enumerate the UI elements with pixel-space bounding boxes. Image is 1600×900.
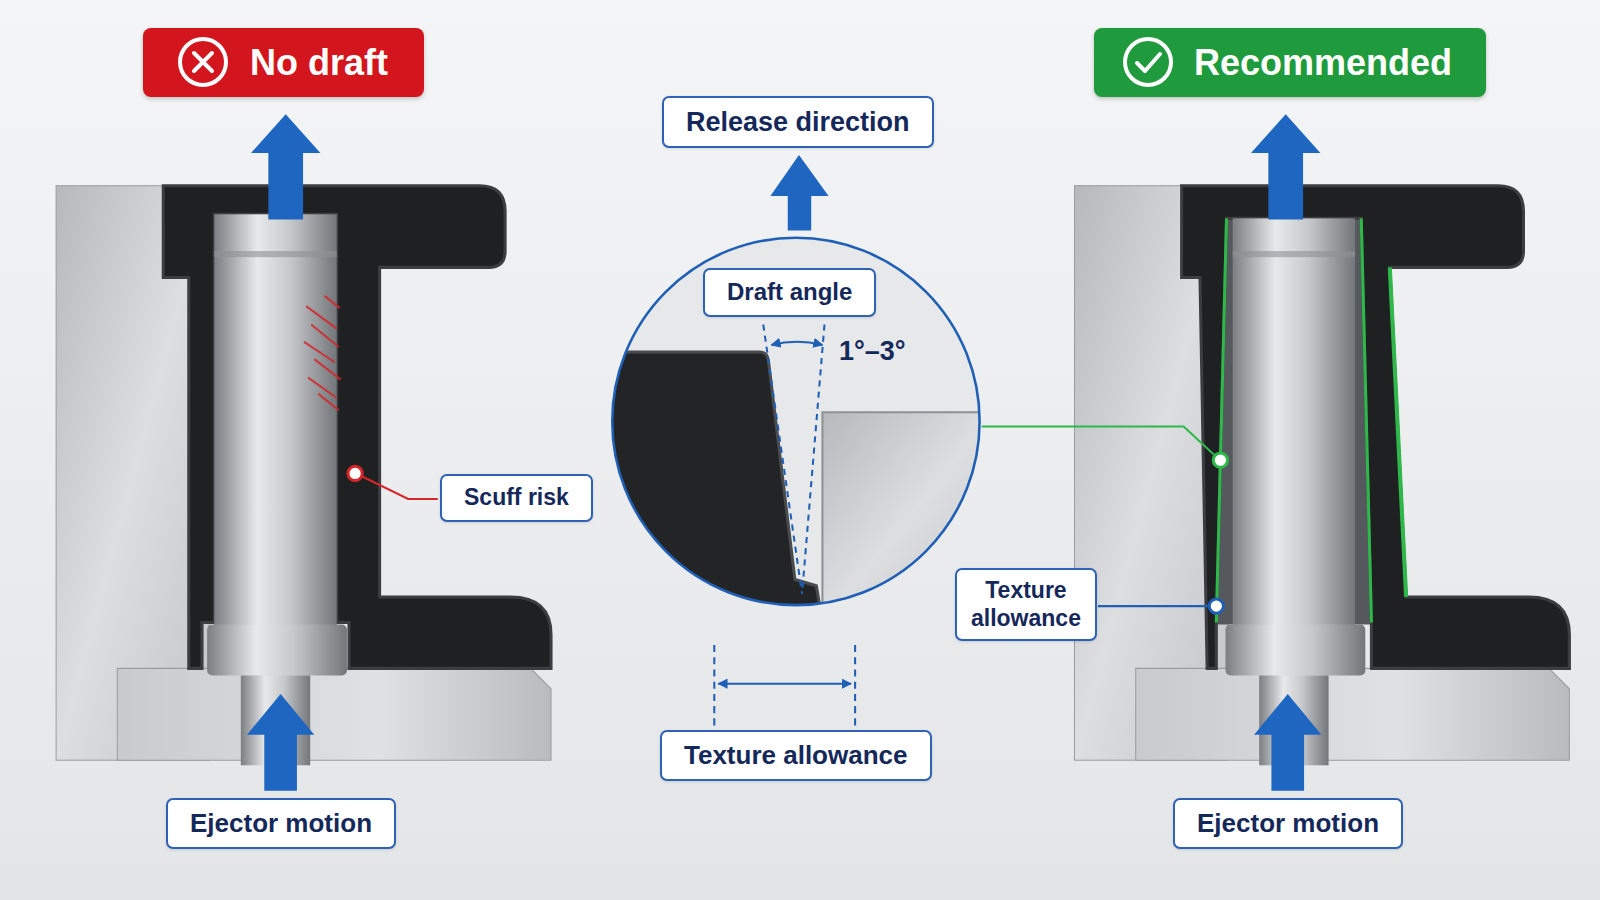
callout-text: Draft angle <box>727 278 852 307</box>
scuff-mark <box>304 342 335 362</box>
detail-zoom <box>597 230 995 623</box>
dimension-line <box>718 683 851 685</box>
icon-cross <box>194 53 212 71</box>
angle-value: 1°–3° <box>839 336 906 367</box>
zoom-outline <box>612 238 979 605</box>
callout-text: Scuff risk <box>464 484 569 512</box>
release-arrow <box>770 155 828 231</box>
scuff-mark <box>308 378 337 398</box>
direction-label-box: Release direction <box>662 96 934 148</box>
callout-box: Scuff risk <box>440 474 593 522</box>
ejector-arrow <box>1254 694 1321 791</box>
molded-wall <box>597 352 823 622</box>
motion-label-box: Ejector motion <box>166 798 396 849</box>
status-banner: No draft <box>143 28 424 97</box>
dimension-extension <box>713 645 715 727</box>
scuff-mark <box>324 296 339 308</box>
callout-text: Ejector motion <box>190 808 372 839</box>
leader-line <box>362 477 438 499</box>
mold-with-draft <box>1074 186 1569 766</box>
core-pin <box>1233 218 1355 627</box>
pin-collar <box>207 624 347 675</box>
icon-check <box>1137 54 1160 71</box>
pin-groove <box>214 251 336 257</box>
draft-reference-line <box>763 324 802 593</box>
callout-dot <box>348 466 362 480</box>
ejector-arrow <box>247 694 314 791</box>
callout-dot <box>1213 453 1227 467</box>
icon-ring <box>1125 39 1171 85</box>
callout-dot <box>1209 599 1223 613</box>
banner-text: Recommended <box>1194 28 1452 97</box>
leader-line <box>1098 605 1208 607</box>
scuff-mark <box>318 394 338 410</box>
leader-line <box>982 427 1215 456</box>
release-arrow <box>1251 114 1320 219</box>
callout-text: Texture allowance <box>684 740 908 771</box>
draft-face-highlight <box>1216 218 1226 622</box>
banner-text: No draft <box>250 28 388 97</box>
cross-icon <box>180 39 226 85</box>
icon-ring <box>180 39 226 85</box>
release-arrow <box>251 114 320 219</box>
molded-part <box>163 186 551 669</box>
draft-face-highlight <box>1390 267 1406 597</box>
pin-groove <box>1233 251 1355 257</box>
molded-part <box>1182 186 1570 669</box>
callout-box: Texture allowance <box>955 568 1097 641</box>
status-banner: Recommended <box>1094 28 1486 97</box>
callout-text: Release direction <box>686 106 910 138</box>
scuff-mark <box>314 359 341 379</box>
dimension-extension <box>854 645 856 727</box>
callout-box: Draft angle <box>703 268 876 317</box>
dimension-label-box: Texture allowance <box>660 730 932 781</box>
callout-text: Ejector motion <box>1197 808 1379 839</box>
check-icon <box>1125 39 1171 85</box>
callout-text: Texture allowance <box>971 577 1081 632</box>
draft-reference-line <box>802 324 824 593</box>
scuff-mark <box>311 324 339 346</box>
motion-label-box: Ejector motion <box>1173 798 1403 849</box>
mold-base-plate <box>1136 668 1570 760</box>
scuff-marks <box>304 296 341 410</box>
angle-arc <box>771 342 822 345</box>
core-pin <box>214 214 336 627</box>
pin-collar <box>1226 624 1366 675</box>
mold-base-plate <box>117 668 551 760</box>
draft-face-highlight <box>1361 218 1371 622</box>
